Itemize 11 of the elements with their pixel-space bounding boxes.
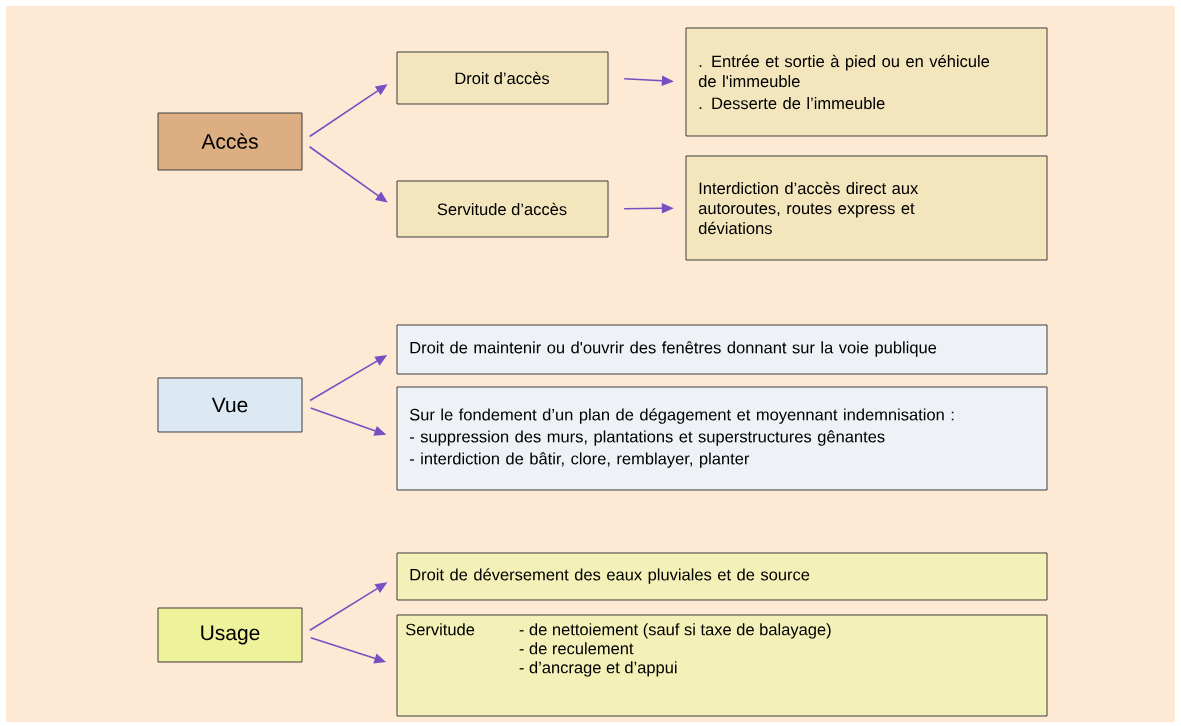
label-box: Droit d’accès [396, 51, 609, 105]
label-box: Usage [157, 607, 303, 663]
label-box: Droit de maintenir ou d'ouvrir des fenêtres donnant sur la voie publique [396, 324, 1048, 375]
label-box: . Entrée et sortie à pied ou en véhicule de l'immeuble . Desserte de l’immeuble [685, 27, 1048, 137]
label-box: Sur le fondement d’un plan de dégagement et moyennant indemnisation : - suppression des murs, plantations et superstructures gênantes - interdiction de bâtir, clore, remblayer, planter [396, 386, 1048, 491]
label-box: Servitude d’accès [396, 180, 609, 238]
label-box: Droit de déversement des eaux pluviales et de source [396, 552, 1048, 601]
label-box: Vue [157, 377, 303, 433]
label-box: Interdiction d’accès direct aux autoroutes, routes express et déviations [685, 155, 1048, 261]
label-box: Servitude - de nettoiement (sauf si taxe de balayage) - de reculement - d’ancrage et d’appui [396, 614, 1048, 717]
label-box: Accès [157, 112, 303, 171]
